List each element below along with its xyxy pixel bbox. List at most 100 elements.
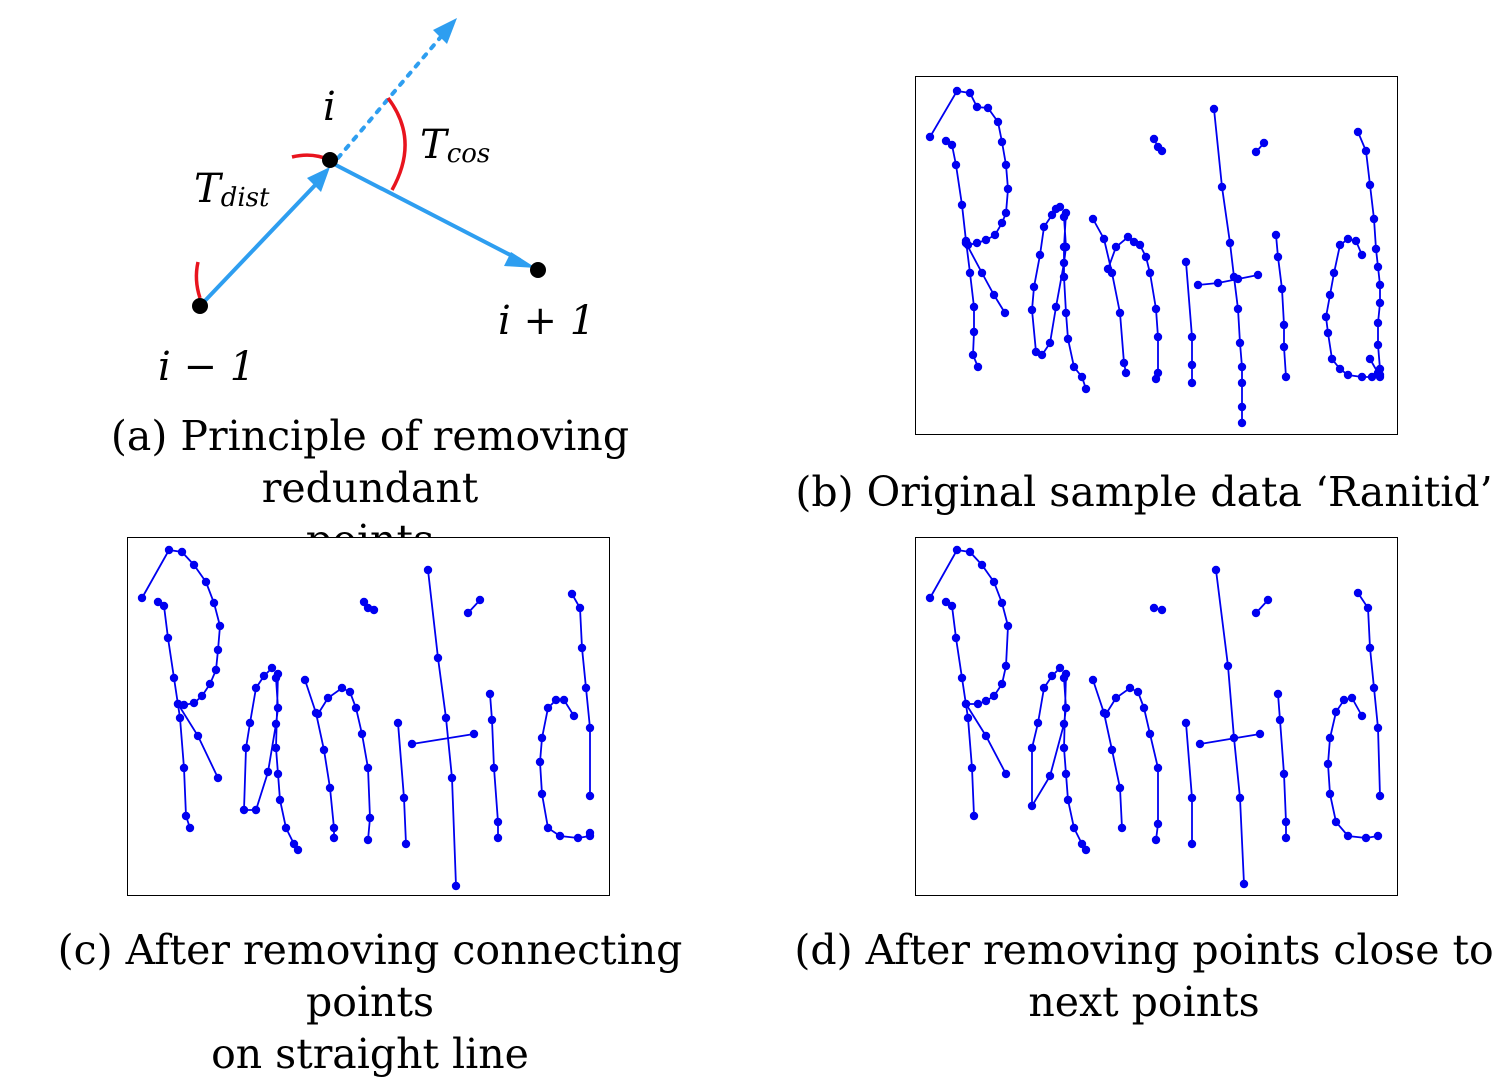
trace-c-stroke xyxy=(304,679,335,838)
trace-d-point xyxy=(1239,879,1249,889)
panel-d-plot xyxy=(915,537,1398,896)
trace-d-point xyxy=(1055,663,1065,673)
trace-d-point xyxy=(1255,729,1265,739)
trace-c-point xyxy=(179,763,189,773)
trace-c-point xyxy=(271,719,281,729)
trace-d-point xyxy=(1357,711,1367,721)
trace-d-point xyxy=(1363,603,1373,613)
arrowhead-i-to-next xyxy=(504,252,536,268)
trace-b-point xyxy=(1145,268,1155,278)
trace-d-point xyxy=(1107,745,1117,755)
arrowhead-prev-to-i xyxy=(307,167,330,192)
trace-b-point xyxy=(1327,354,1337,364)
trace-d-stroke xyxy=(1092,679,1123,829)
trace-c-point xyxy=(211,665,221,675)
trace-b-stroke xyxy=(965,242,1006,314)
trace-b-point xyxy=(961,238,971,248)
trace-c-point xyxy=(213,773,223,783)
trace-c-point xyxy=(407,739,417,749)
trace-c-point xyxy=(469,729,479,739)
trace-d-point xyxy=(997,679,1007,689)
trace-b-point xyxy=(968,350,978,360)
trace-b-point xyxy=(1323,328,1333,338)
trace-c-point xyxy=(359,597,369,607)
trace-b-point xyxy=(993,117,1003,127)
caption-c-line2: on straight line xyxy=(211,1030,529,1078)
trace-d-point xyxy=(1061,669,1071,679)
trace-c-point xyxy=(241,743,251,753)
trace-b-point xyxy=(1375,298,1385,308)
trace-c-point xyxy=(289,839,299,849)
trace-d-stroke xyxy=(1031,667,1087,851)
trace-d-point xyxy=(1033,718,1043,728)
trace-b-point xyxy=(952,86,962,96)
panel-a-diagram: i i − 1 i + 1 Tdist Tcos xyxy=(0,0,740,410)
trace-c-point xyxy=(543,823,553,833)
trace-b-point xyxy=(1373,318,1383,328)
trace-d-point xyxy=(947,601,957,611)
trace-c-point xyxy=(489,763,499,773)
point-next xyxy=(530,262,546,278)
trace-c-point xyxy=(577,643,587,653)
trace-d-point xyxy=(952,545,962,555)
trace-d-point xyxy=(1331,817,1341,827)
trace-c-point xyxy=(569,711,579,721)
trace-c-point xyxy=(263,767,273,777)
trace-b-point xyxy=(1187,360,1197,370)
trace-c-stroke xyxy=(397,722,407,845)
trace-d-point xyxy=(925,593,935,603)
trace-c-point xyxy=(209,598,219,608)
trace-d-stroke xyxy=(1327,696,1379,839)
trace-b-point xyxy=(972,238,982,248)
trace-c-point xyxy=(273,669,283,679)
trace-d-point xyxy=(1353,588,1363,598)
trace-d-point xyxy=(1001,769,1011,779)
trace-c-point xyxy=(363,763,373,773)
trace-c-point xyxy=(585,828,595,838)
trace-b-point xyxy=(1273,252,1283,262)
trace-b-point xyxy=(990,230,1000,240)
trace-d-stroke xyxy=(1215,569,1245,885)
trace-c-point xyxy=(273,703,283,713)
trace-d-point xyxy=(1125,683,1135,693)
trace-d-point xyxy=(1059,719,1069,729)
trace-c-point xyxy=(351,703,361,713)
trace-b-point xyxy=(983,103,993,113)
caption-c: (c) After removing connecting points on … xyxy=(0,924,740,1080)
trace-b-stroke xyxy=(929,90,1009,246)
trace-b-point xyxy=(1237,418,1247,428)
panel-b-plot xyxy=(915,76,1398,435)
trace-d-point xyxy=(973,699,983,709)
trace-b-point xyxy=(1353,127,1363,137)
trace-d-point xyxy=(1088,675,1098,685)
trace-b-point xyxy=(1373,262,1383,272)
trace-b-point xyxy=(941,136,951,146)
trace-d-point xyxy=(1153,819,1163,829)
trace-c-point xyxy=(369,605,379,615)
trace-b-point xyxy=(1111,242,1121,252)
trace-d-point xyxy=(1235,793,1245,803)
principle-diagram: i i − 1 i + 1 Tdist Tcos xyxy=(158,18,595,390)
trace-b-point xyxy=(1181,257,1191,267)
trace-d-point xyxy=(1117,823,1127,833)
trace-b-point xyxy=(1037,350,1047,360)
trace-b-point xyxy=(1061,208,1071,218)
trace-c-point xyxy=(463,608,473,618)
trace-c xyxy=(137,545,595,891)
trace-b-point xyxy=(1141,252,1151,262)
trace-c-point xyxy=(323,693,333,703)
trace-d-point xyxy=(1273,689,1283,699)
trace-d-point xyxy=(1323,759,1333,769)
trace-c-point xyxy=(259,671,269,681)
trace-c-point xyxy=(271,743,281,753)
trace-b-point xyxy=(1321,312,1331,322)
trace-b-point xyxy=(1237,402,1247,412)
trace-b-point xyxy=(1371,244,1381,254)
trace-d-point xyxy=(1001,661,1011,671)
trace-c-point xyxy=(251,805,261,815)
trace-c-point xyxy=(281,823,291,833)
trace-d-point xyxy=(1187,793,1197,803)
trace-d-point xyxy=(941,597,951,607)
trace-d-stroke xyxy=(1277,693,1287,838)
trace-d-point xyxy=(1077,839,1087,849)
